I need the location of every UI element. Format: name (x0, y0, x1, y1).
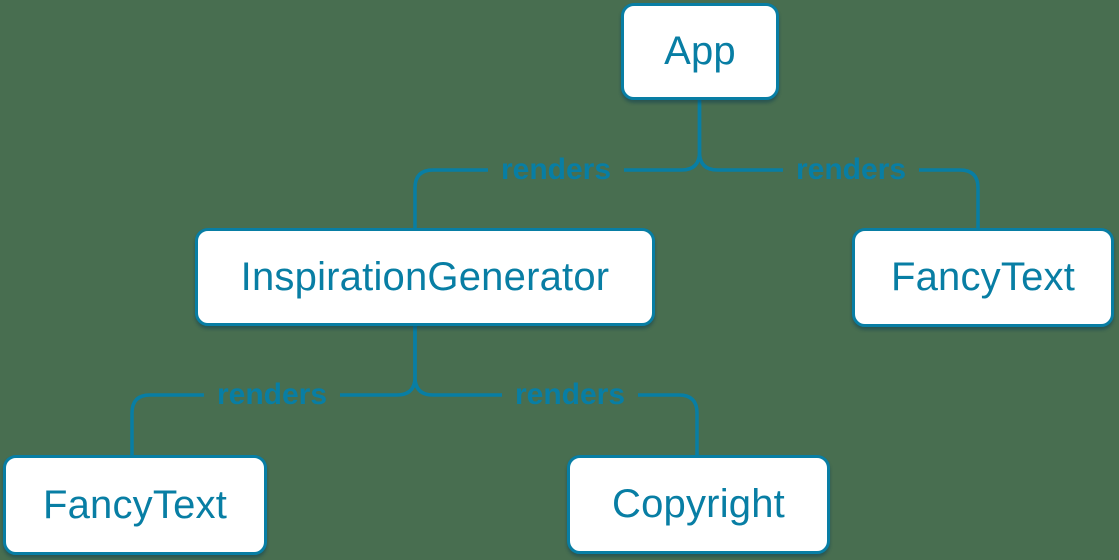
node-inspiration-generator: InspirationGenerator (195, 228, 655, 326)
node-app: App (621, 3, 779, 100)
node-fancy-text-bottom: FancyText (3, 455, 267, 555)
edge-label-renders-3: renders (203, 377, 341, 413)
node-copyright: Copyright (567, 455, 830, 554)
node-app-label: App (664, 29, 736, 73)
edge-label-renders-4: renders (501, 377, 639, 413)
edge-label-renders-1: renders (487, 152, 625, 188)
node-fancy-text-bottom-label: FancyText (42, 482, 228, 527)
node-fancy-text-top: FancyText (852, 228, 1114, 327)
node-fancy-text-top-label: FancyText (890, 255, 1076, 299)
edge-label-renders-2: renders (782, 152, 920, 188)
node-copyright-label: Copyright (612, 482, 785, 526)
node-inspiration-generator-label: InspirationGenerator (240, 254, 610, 299)
